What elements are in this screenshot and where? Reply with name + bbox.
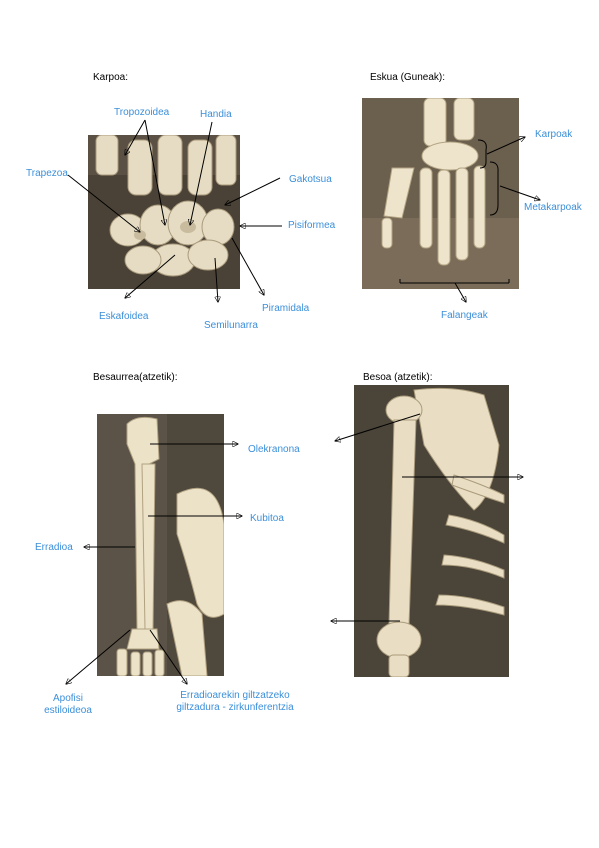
label-giltzadura-line2: giltzadura - zirkunferentzia [176,702,294,713]
label-pisiformea: Pisiformea [288,220,336,231]
karpoa-heading: Karpoa: [93,72,129,83]
label-giltzadura: Erradioarekin giltzatzeko giltzadura - z… [160,690,310,714]
label-apofisi-line1: Apofisi [52,693,83,704]
label-kubitoa: Kubitoa [250,513,284,524]
besoa-heading: Besoa (atzetik): [363,372,433,383]
label-falangeak: Falangeak [441,310,488,321]
carpal-bones-photo [88,135,240,289]
hand-photo [362,98,519,289]
label-handia: Handia [200,109,232,120]
label-gakotsua: Gakotsua [289,174,332,185]
label-giltzadura-line1: Erradioarekin giltzatzeko [180,690,290,701]
label-apofisi-estiloideoa: Apofisi estiloideoa [28,693,108,717]
label-metakarpoak: Metakarpoak [524,202,582,213]
label-erradioa: Erradioa [35,542,73,553]
label-apofisi-line2: estiloideoa [44,705,92,716]
label-olekranona: Olekranona [248,444,300,455]
label-karpoak: Karpoak [535,129,573,140]
eskua-heading: Eskua (Guneak): [370,72,446,83]
label-tropozoidea: Tropozoidea [114,107,170,118]
label-trapezoa: Trapezoa [26,168,68,179]
label-piramidala: Piramidala [262,303,310,314]
forearm-photo [97,414,224,676]
label-semilunarra: Semilunarra [204,320,258,331]
besaurrea-heading: Besaurrea(atzetik): [93,372,178,383]
label-eskafoidea: Eskafoidea [99,311,149,322]
arm-photo [354,385,509,677]
